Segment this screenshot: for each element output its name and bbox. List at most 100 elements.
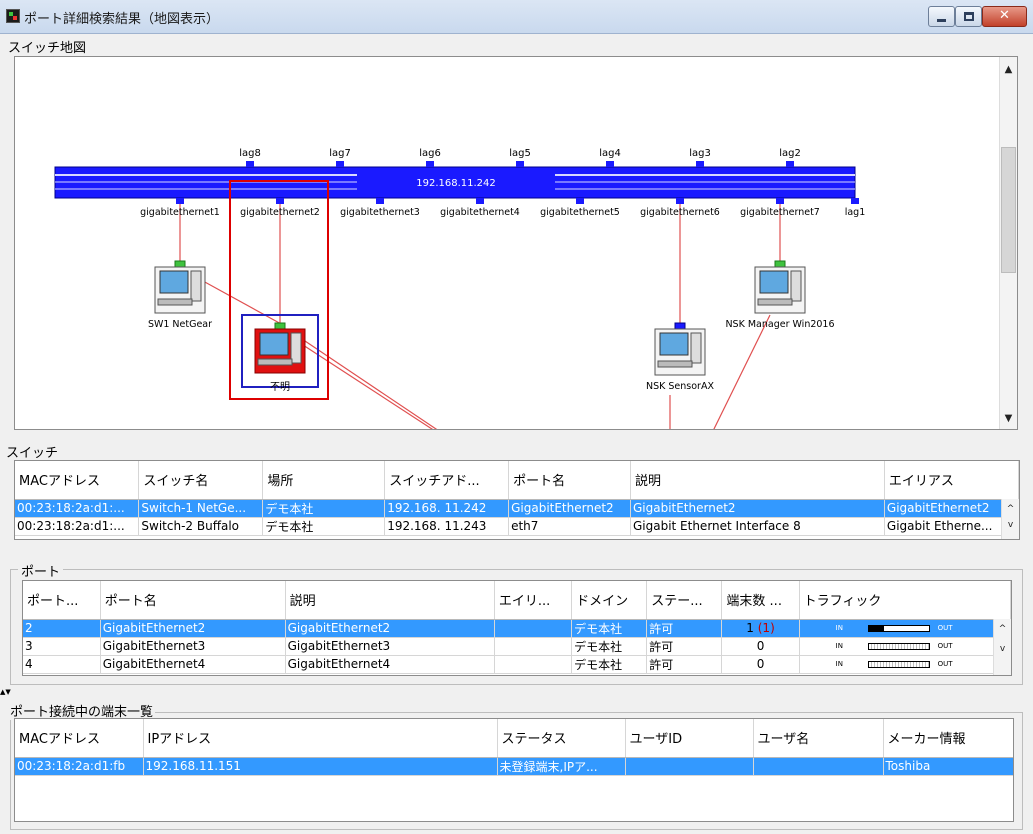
device-nsk-manager[interactable]: NSK Manager Win2016 — [725, 260, 835, 330]
table-row[interactable]: 3 GigabitEthernet3 GigabitEthernet3 デモ本社… — [23, 637, 1011, 656]
ethernet-port-marker[interactable] — [776, 198, 784, 204]
column-header[interactable]: ステー... — [646, 581, 723, 620]
ethernet-port-marker[interactable] — [576, 198, 584, 204]
scroll-up-icon[interactable]: ▲ — [1004, 64, 1013, 75]
table-cell: 許可 — [646, 637, 723, 656]
lag-label: lag8 — [239, 148, 261, 159]
ethernet-port-marker[interactable] — [676, 198, 684, 204]
traffic-fill — [868, 626, 884, 631]
table-cell: GigabitEthernet2 — [100, 619, 286, 638]
map-scrollbar[interactable]: ▲ ▼ — [999, 57, 1017, 429]
terminal-count: 0 — [756, 657, 765, 671]
column-header[interactable]: MACアドレス — [15, 719, 144, 758]
scroll-down-icon[interactable]: v — [1007, 520, 1014, 530]
ethernet-port-marker[interactable] — [276, 198, 284, 204]
port-table-scrollbar[interactable]: ^ v — [993, 619, 1011, 675]
column-header[interactable]: ステータス — [497, 719, 626, 758]
column-header[interactable]: 端末数 ... — [721, 581, 800, 620]
minimize-button[interactable] — [928, 6, 955, 27]
window-title: ポート詳細検索結果（地図表示） — [24, 12, 220, 27]
lag-port-marker[interactable] — [606, 161, 614, 167]
lag-label: lag5 — [509, 148, 531, 159]
table-cell: デモ本社 — [262, 517, 386, 536]
lag-port-marker[interactable] — [786, 161, 794, 167]
selected-device-frame — [241, 314, 319, 388]
lag-label: lag2 — [779, 148, 801, 159]
link-sw1-unknown — [202, 280, 284, 326]
switch-section-label: スイッチ — [6, 446, 59, 461]
splitter-handle[interactable]: ▲▼ — [0, 688, 11, 696]
table-cell: 4 — [23, 655, 101, 674]
device-sw1-netgear[interactable]: SW1 NetGear — [148, 260, 212, 330]
scroll-up-icon[interactable]: ^ — [998, 624, 1007, 634]
switch-table-scrollbar[interactable]: ^ v — [1001, 499, 1019, 539]
traffic-bar — [867, 625, 930, 632]
column-header[interactable]: スイッチ名 — [138, 461, 264, 500]
lag-port-marker[interactable] — [516, 161, 524, 167]
table-cell: 192.168.11.151 — [143, 757, 498, 776]
scroll-down-icon[interactable]: ▼ — [1004, 413, 1013, 424]
maximize-button[interactable] — [955, 6, 982, 27]
column-header[interactable]: IPアドレス — [143, 719, 498, 758]
terminal-count: 1 — [746, 621, 754, 635]
scroll-up-icon[interactable]: ^ — [1006, 504, 1015, 514]
column-header[interactable]: 説明 — [630, 461, 885, 500]
column-header[interactable]: メーカー情報 — [883, 719, 1013, 758]
device-unknown[interactable]: 不明 — [241, 314, 319, 393]
column-header[interactable]: ユーザID — [625, 719, 754, 758]
lag-port-marker[interactable] — [696, 161, 704, 167]
switch-map[interactable]: 192.168.11.242 lag8 lag7 lag6 lag5 lag4 … — [14, 56, 1018, 430]
table-cell: GigabitEthernet2 — [508, 499, 631, 518]
lag-ports: lag8 lag7 lag6 lag5 lag4 lag3 lag2 — [239, 148, 801, 167]
table-row[interactable]: 2 GigabitEthernet2 GigabitEthernet2 デモ本社… — [23, 619, 1011, 638]
scrollbar-thumb[interactable] — [1001, 147, 1016, 273]
ethernet-port-marker[interactable] — [176, 198, 184, 204]
switch-map-canvas[interactable]: 192.168.11.242 lag8 lag7 lag6 lag5 lag4 … — [15, 57, 1001, 430]
table-cell: デモ本社 — [262, 499, 386, 518]
column-header[interactable]: 場所 — [262, 461, 386, 500]
column-header[interactable]: ポート名 — [100, 581, 286, 620]
lag-port-marker[interactable] — [426, 161, 434, 167]
table-cell: デモ本社 — [571, 619, 648, 638]
table-row[interactable]: 00:23:18:2a:d1:fb 192.168.11.151 未登録端末,I… — [15, 757, 1013, 776]
ethernet-port-marker[interactable] — [476, 198, 484, 204]
monitor-screen — [759, 270, 789, 294]
column-header[interactable]: エイリアス — [884, 461, 1019, 500]
table-cell: 192.168. 11.243 — [384, 517, 510, 536]
table-row[interactable]: 00:23:18:2a:d1:... Switch-2 Buffalo デモ本社… — [15, 517, 1019, 536]
lag-port-marker[interactable] — [336, 161, 344, 167]
lag-label: lag7 — [329, 148, 351, 159]
switch-body[interactable]: 192.168.11.242 — [54, 166, 856, 199]
table-row[interactable]: 4 GigabitEthernet4 GigabitEthernet4 デモ本社… — [23, 655, 1011, 674]
minimize-icon — [937, 19, 946, 22]
map-section-label: スイッチ地図 — [8, 41, 87, 56]
ethernet-port-marker[interactable] — [851, 198, 859, 204]
table-cell: eth7 — [508, 517, 631, 536]
column-header[interactable]: トラフィック — [799, 581, 1011, 620]
column-header[interactable]: エイリ... — [494, 581, 573, 620]
traffic-bar — [867, 643, 930, 650]
column-header[interactable]: 説明 — [285, 581, 495, 620]
close-button[interactable]: ✕ — [982, 6, 1027, 27]
table-cell: デモ本社 — [571, 637, 648, 656]
column-header[interactable]: ユーザ名 — [753, 719, 884, 758]
device-nsk-sensor[interactable]: NSK SensorAX — [646, 322, 714, 392]
keyboard — [157, 298, 193, 306]
column-header[interactable]: ポート... — [23, 581, 101, 620]
monitor-screen — [659, 332, 689, 356]
scroll-down-icon[interactable]: v — [999, 644, 1006, 654]
ethernet-port-marker[interactable] — [376, 198, 384, 204]
device-status-led — [274, 322, 286, 330]
column-header[interactable]: ポート名 — [508, 461, 631, 500]
table-row[interactable]: 00:23:18:2a:d1:... Switch-1 NetGe... デモ本… — [15, 499, 1019, 518]
column-header[interactable]: スイッチアド... — [384, 461, 510, 500]
lag-label: lag4 — [599, 148, 621, 159]
column-header[interactable]: ドメイン — [571, 581, 648, 620]
column-header[interactable]: MACアドレス — [15, 461, 140, 500]
table-cell — [494, 655, 573, 674]
port-group — [10, 569, 1023, 685]
port-highlight-frame — [229, 180, 329, 400]
device-label: SW1 NetGear — [148, 319, 212, 330]
lag-port-marker[interactable] — [246, 161, 254, 167]
